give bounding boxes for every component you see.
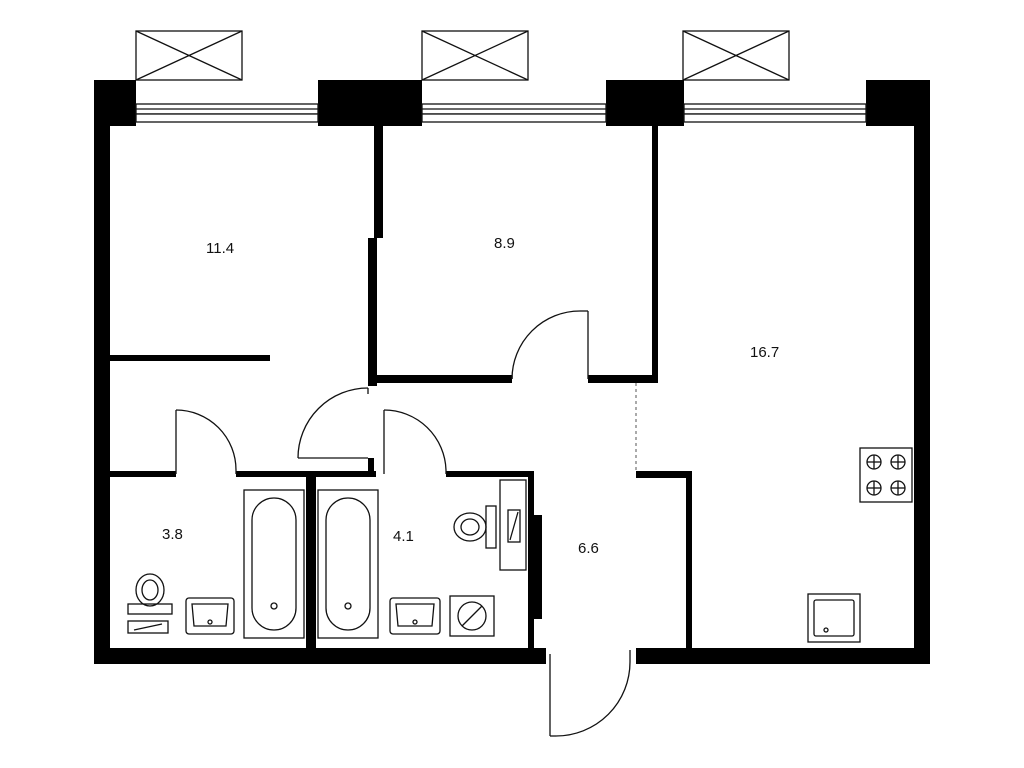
room-area-bedroom-2: 8.9	[494, 235, 515, 252]
interior-walls	[110, 126, 692, 664]
burner	[890, 480, 906, 496]
burner	[890, 454, 906, 470]
outdoor-unit-3	[682, 30, 790, 81]
outdoor-unit-1	[135, 30, 243, 81]
door-bedroom-2	[511, 310, 589, 380]
washbasin-2	[389, 597, 441, 635]
door-bathroom-1	[175, 409, 237, 474]
room-area-bathroom-2: 4.1	[393, 528, 414, 545]
kitchen-sink	[807, 593, 861, 643]
window-1	[135, 103, 319, 123]
toilet-2	[453, 505, 497, 549]
toilet-1	[127, 573, 173, 615]
window-3	[683, 103, 867, 123]
door-bathroom-2	[383, 409, 447, 474]
room-area-hallway: 6.6	[578, 540, 599, 557]
bathtub-2	[317, 489, 379, 639]
door-bedroom-1	[297, 387, 369, 459]
stove	[859, 447, 913, 503]
towel-rail-1	[127, 620, 169, 634]
burner	[866, 454, 882, 470]
outdoor-unit-2	[421, 30, 529, 81]
washbasin-1	[185, 597, 235, 635]
room-area-bedroom-1: 11.4	[206, 240, 234, 257]
room-area-living-kitchen: 16.7	[750, 344, 779, 361]
window-2	[421, 103, 607, 123]
entrance-door	[549, 650, 631, 737]
bathtub-1	[243, 489, 305, 639]
room-area-bathroom-1: 3.8	[162, 526, 183, 543]
exterior-walls	[94, 80, 930, 664]
installation-box	[499, 479, 527, 571]
washing-machine	[449, 595, 495, 637]
burner	[866, 480, 882, 496]
